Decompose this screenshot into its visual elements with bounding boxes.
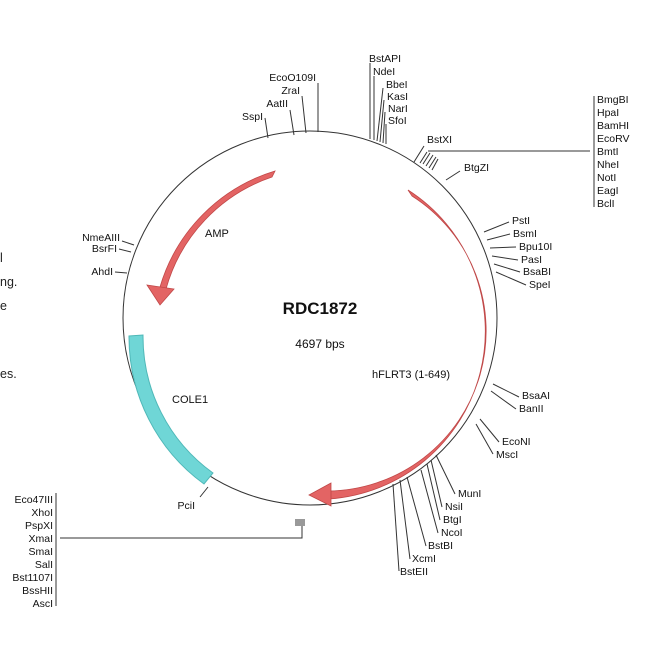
amp-feature xyxy=(146,170,276,306)
site-ecoo109i: EcoO109I xyxy=(269,72,316,84)
hflrt3-feature xyxy=(308,189,487,507)
site-bpu10i: Bpu10I xyxy=(519,241,552,253)
site-xcmi: XcmI xyxy=(412,553,436,565)
site-nmeaiii: NmeAIII xyxy=(82,232,120,244)
site-bsteii: BstEII xyxy=(400,566,428,578)
cropped-side-text: l ng. e es. xyxy=(0,251,17,381)
site-bcli: BclI xyxy=(597,198,615,210)
edge-text-3: e xyxy=(0,299,7,313)
site-bbei: BbeI xyxy=(386,79,408,91)
site-pcii: PciI xyxy=(177,500,195,512)
site-noti: NotI xyxy=(597,172,616,184)
hflrt3-label: hFLRT3 (1-649) xyxy=(372,369,450,381)
site-muni: MunI xyxy=(458,488,481,500)
site-hpai: HpaI xyxy=(597,107,619,119)
site-bsrfi: BsrFI xyxy=(92,243,117,255)
site-eco47iii: Eco47III xyxy=(14,494,53,506)
site-bsabi: BsaBI xyxy=(523,266,551,278)
backbone-circle xyxy=(122,130,498,506)
site-spei: SpeI xyxy=(529,279,551,291)
site-xhoi: XhoI xyxy=(31,507,53,519)
site-zrai: ZraI xyxy=(281,85,300,97)
site-bstbi: BstBI xyxy=(428,540,453,552)
site-nari: NarI xyxy=(388,103,408,115)
site-bsaai: BsaAI xyxy=(522,390,550,402)
site-btgzi: BtgZI xyxy=(464,162,489,174)
cole1-label: COLE1 xyxy=(172,394,208,406)
site-sspi: SspI xyxy=(242,111,263,123)
site-bstxi: BstXI xyxy=(427,134,452,146)
site-eagi: EagI xyxy=(597,185,619,197)
site-pasi: PasI xyxy=(521,254,542,266)
site-sali: SalI xyxy=(35,559,53,571)
site-smai: SmaI xyxy=(28,546,53,558)
site-bstapi: BstAPI xyxy=(369,53,401,65)
site-kasi: KasI xyxy=(387,91,408,103)
site-nhei: NheI xyxy=(597,159,619,171)
site-xmai: XmaI xyxy=(28,533,53,545)
site-bsshii: BssHII xyxy=(22,585,53,597)
site-ecorv: EcoRV xyxy=(597,133,630,145)
site-ahdi: AhdI xyxy=(91,266,113,278)
site-msci: MscI xyxy=(496,449,518,461)
site-bst1107i: Bst1107I xyxy=(12,572,53,584)
site-asci: AscI xyxy=(33,598,53,610)
site-nsii: NsiI xyxy=(445,501,463,513)
site-bmti: BmtI xyxy=(597,146,619,158)
site-bsmi: BsmI xyxy=(513,228,537,240)
plasmid-name: RDC1872 xyxy=(283,299,358,318)
site-btgi: BtgI xyxy=(443,514,462,526)
cole1-feature xyxy=(128,334,214,485)
edge-text-4: es. xyxy=(0,367,17,381)
site-ncoi: NcoI xyxy=(441,527,463,539)
plasmid-size: 4697 bps xyxy=(295,337,344,351)
site-leaders xyxy=(55,63,595,606)
site-bmgbi: BmgBI xyxy=(597,94,629,106)
amp-label: AMP xyxy=(205,228,229,240)
site-banii: BanII xyxy=(519,403,544,415)
site-aatii: AatII xyxy=(266,98,288,110)
edge-text-2: ng. xyxy=(0,275,17,289)
site-psti: PstI xyxy=(512,215,530,227)
site-pspxi: PspXI xyxy=(25,520,53,532)
site-econi: EcoNI xyxy=(502,436,531,448)
site-ndei: NdeI xyxy=(373,66,395,78)
edge-text-1: l xyxy=(0,251,3,265)
site-bamhi: BamHI xyxy=(597,120,629,132)
site-sfoi: SfoI xyxy=(388,115,407,127)
